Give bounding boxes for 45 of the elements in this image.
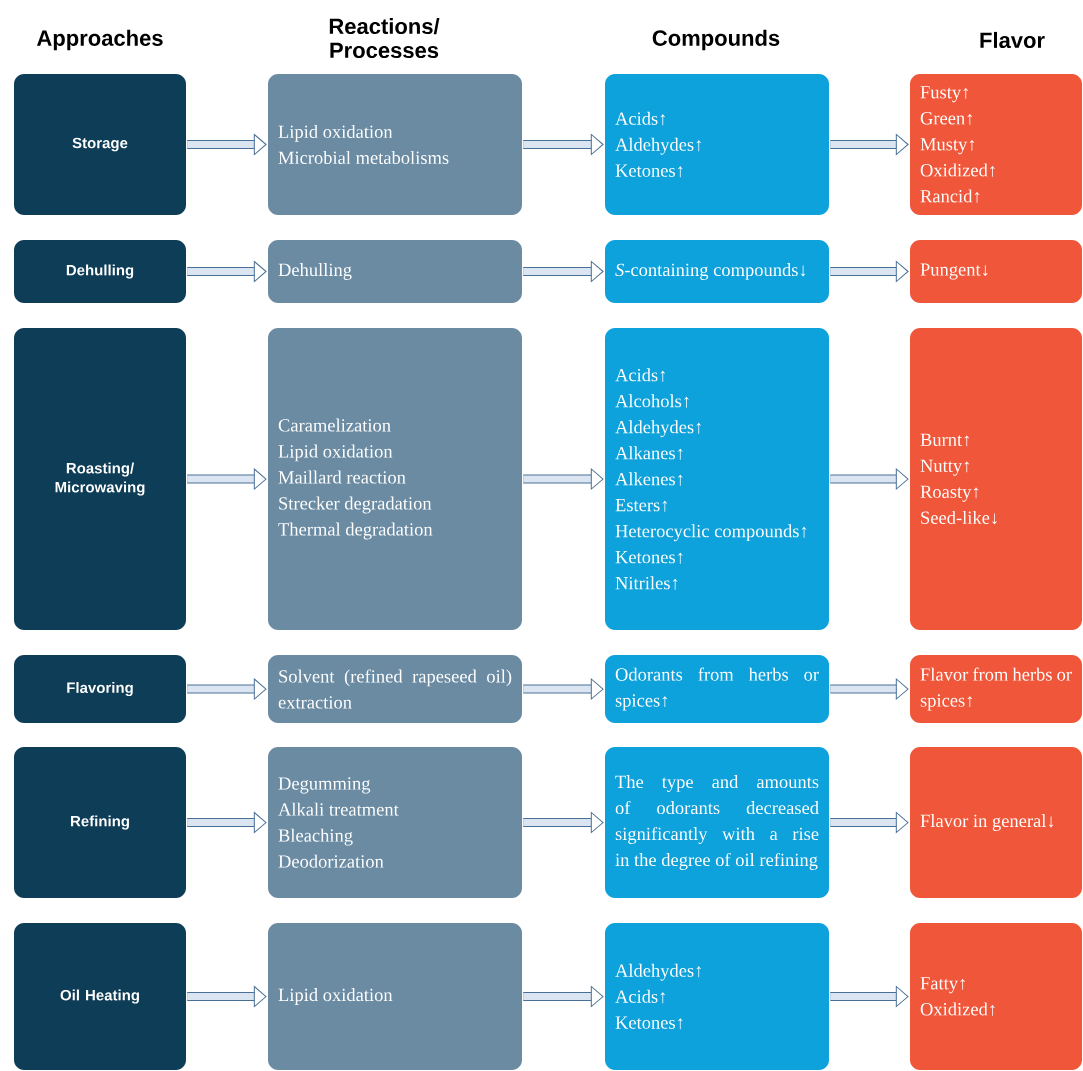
compound-box: Odorants from herbs or spices↑ [605,655,829,723]
flavor-box: Flavor in general↓ [910,747,1082,898]
process-box: Degumming Alkali treatment Bleaching Deodorization [268,747,522,898]
block-arrow [523,468,604,490]
process-box: Dehulling [268,240,522,303]
block-arrow [830,812,909,834]
column-heading: Flavor [980,31,1045,49]
block-arrow [523,678,604,700]
process-box: Lipid oxidation [268,923,522,1070]
process-box: Caramelization Lipid oxidation Maillard reaction Strecker degradation Thermal degradation [268,328,522,630]
block-arrow [830,986,909,1008]
compound-box: Acids↑ Alcohols↑ Aldehydes↑ Alkanes↑ Alkenes↑ Esters↑ Heterocyclic compounds↑ Ketones↑ Nitriles↑ [605,328,829,630]
block-arrow [830,134,909,156]
approach-box: Oil Heating [14,923,186,1070]
block-arrow [187,812,267,834]
compound-box: The type and amounts of odorants decreased significantly with a rise in the degree of oil refining [605,747,829,898]
process-box: Solvent (refined rapeseed oil) extraction [268,655,522,723]
flavor-box: Flavor from herbs or spices↑ [910,655,1082,723]
column-heading: Compounds [652,29,780,51]
approach-box: Roasting/ Microwaving [14,328,186,630]
block-arrow [830,678,909,700]
compound-box: Aldehydes↑ Acids↑ Ketones↑ [605,923,829,1070]
process-box: Lipid oxidation Microbial metabolisms [268,74,522,215]
block-arrow [830,468,909,490]
flavor-box: Fatty↑ Oxidized↑ [910,923,1082,1070]
compound-box: S-containing compounds↓ [605,240,829,303]
compound-box: Acids↑ Aldehydes↑ Ketones↑ [605,74,829,215]
block-arrow [523,134,604,156]
approach-box: Storage [14,74,186,215]
block-arrow [523,986,604,1008]
block-arrow [187,261,267,283]
block-arrow [187,986,267,1008]
block-arrow [830,261,909,283]
block-arrow [187,468,267,490]
block-arrow [187,134,267,156]
approach-box: Flavoring [14,655,186,723]
flavor-box: Pungent↓ [910,240,1082,303]
flavor-box: Fusty↑ Green↑ Musty↑ Oxidized↑ Rancid↑ [910,74,1082,215]
block-arrow [523,812,604,834]
column-heading: Approaches [37,29,163,51]
approach-box: Refining [14,747,186,898]
approach-box: Dehulling [14,240,186,303]
flavor-box: Burnt↑ Nutty↑ Roasty↑ Seed-like↓ [910,328,1082,630]
block-arrow [523,261,604,283]
block-arrow [187,678,267,700]
